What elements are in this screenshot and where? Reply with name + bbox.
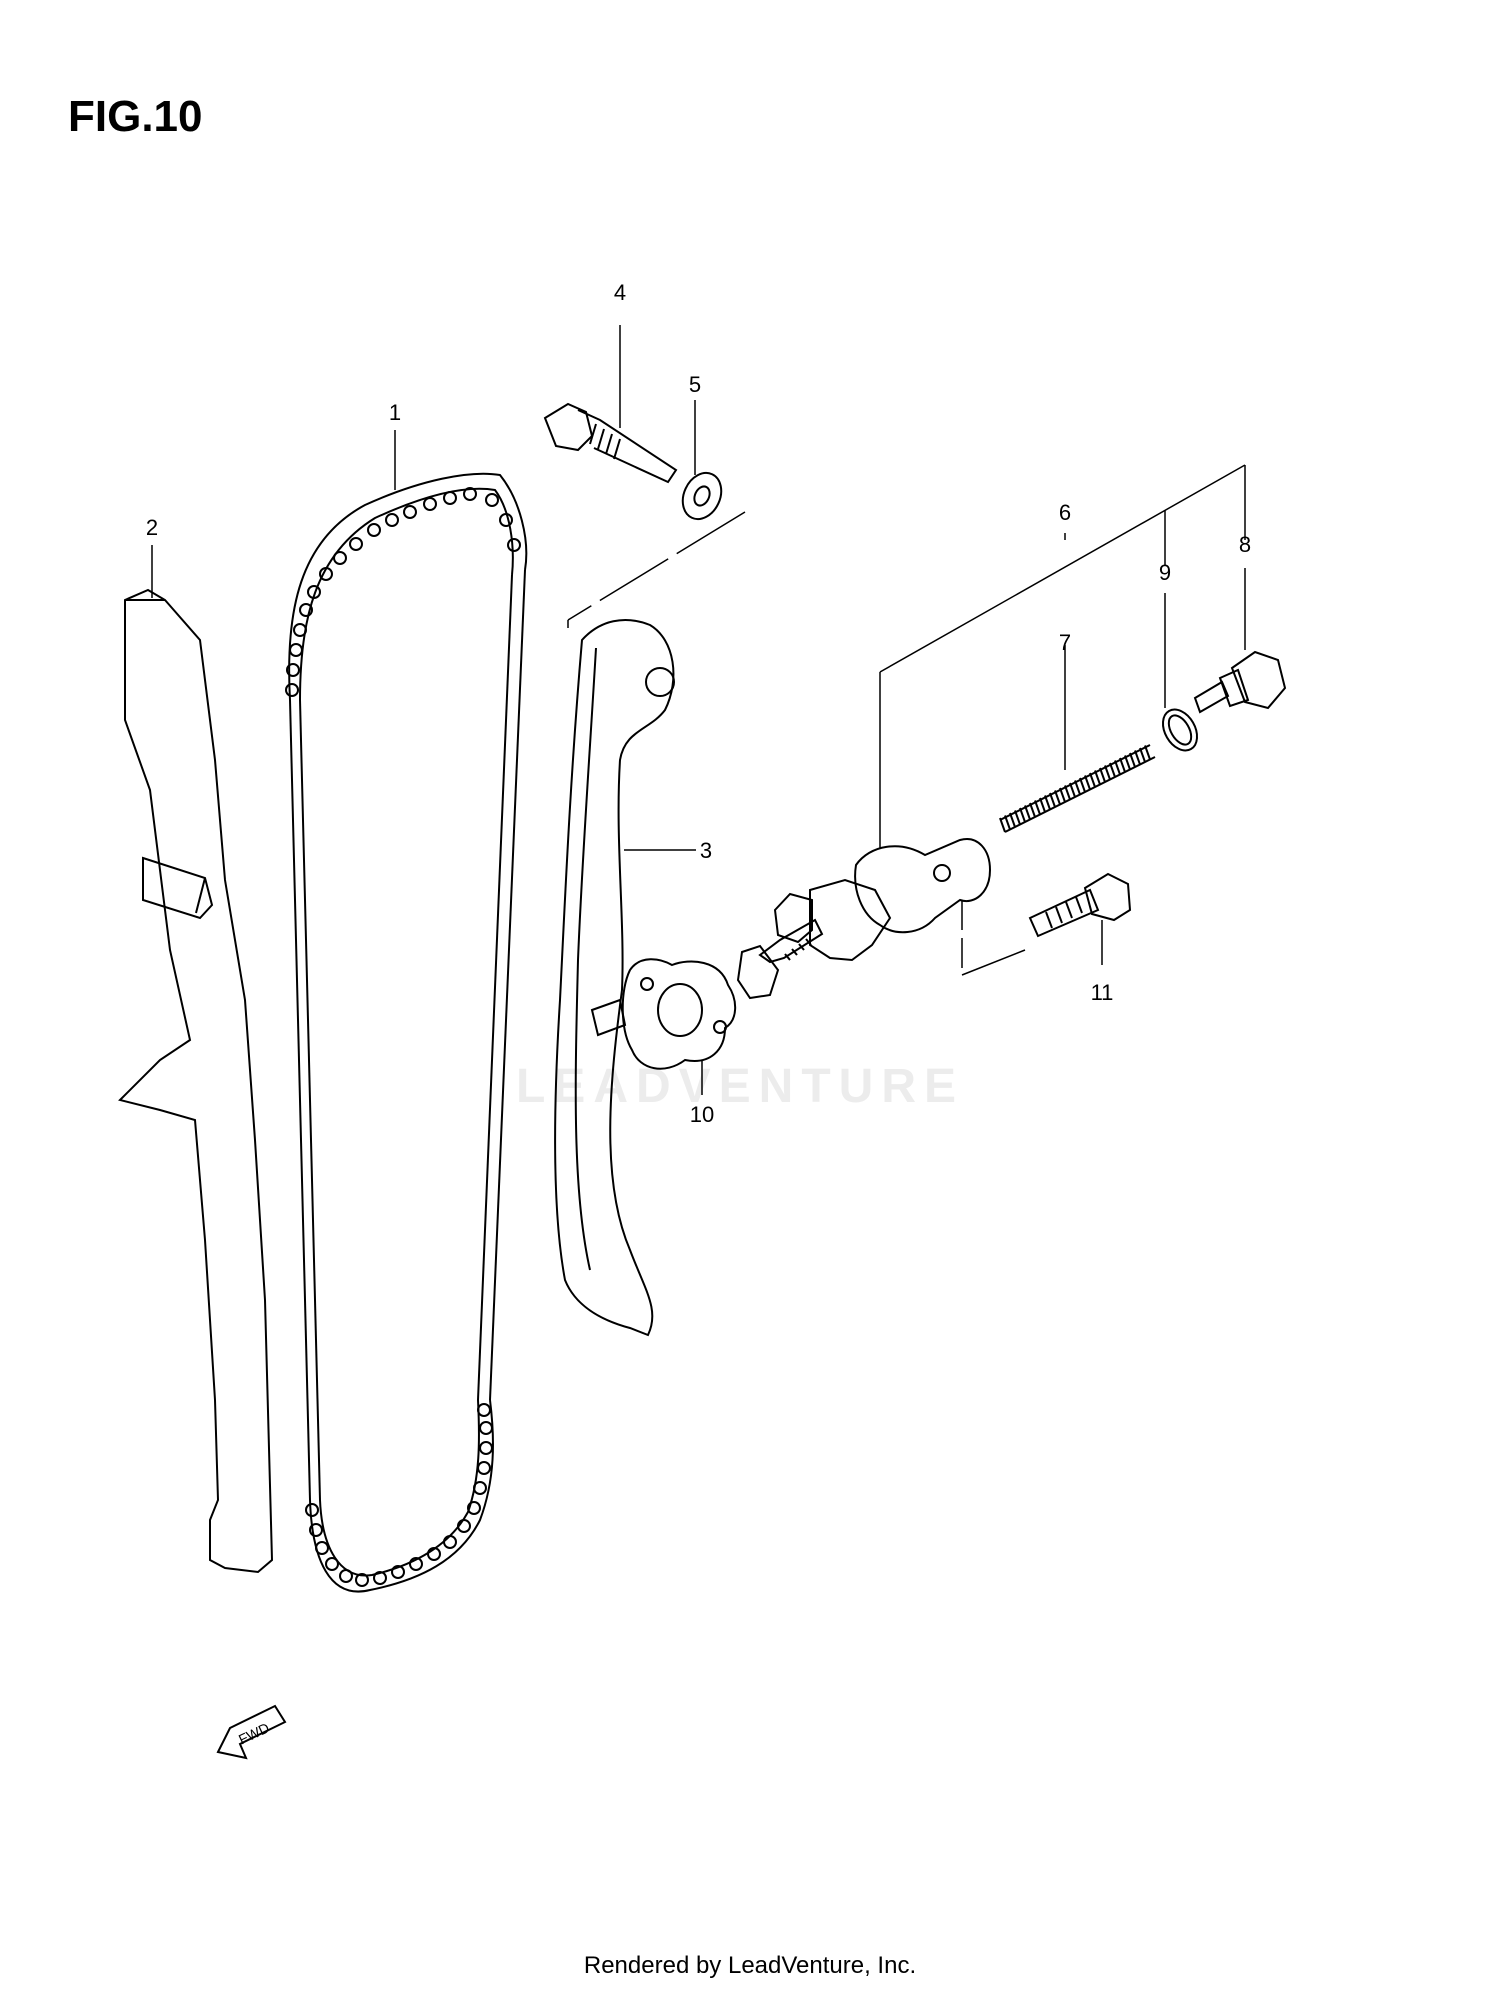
spring-coil	[1094, 770, 1101, 785]
callout-7: 7	[1059, 630, 1071, 655]
chain-link	[309, 1523, 323, 1537]
spring-coil	[1144, 745, 1151, 760]
chain-link	[293, 623, 307, 637]
spring-coil	[1109, 762, 1116, 778]
chain-link	[443, 491, 457, 505]
plug-bolt-part	[1193, 650, 1287, 714]
spring-coil	[1124, 755, 1131, 770]
spring-coil	[999, 817, 1006, 833]
chain-link	[457, 1519, 471, 1533]
chain-part	[288, 472, 528, 1593]
callout-11: 11	[1091, 980, 1114, 1005]
spring-coil	[1139, 747, 1146, 763]
callout-labels: 1 2 3 4 5 6 7 8 9 10 11	[146, 280, 1251, 1127]
callout-6: 6	[1059, 500, 1071, 525]
spring-coil	[1049, 792, 1056, 808]
chain-link	[409, 1557, 423, 1571]
washer-part	[681, 471, 723, 521]
chain-link	[289, 643, 303, 657]
callout-3: 3	[700, 838, 712, 863]
spring-coil	[1074, 780, 1081, 795]
chain-link	[373, 1571, 387, 1585]
spring-coil	[1084, 775, 1091, 790]
spring-coil	[1114, 760, 1121, 775]
chain-link	[307, 585, 321, 599]
chain-link	[367, 523, 381, 537]
tensioner-assembly-part	[736, 838, 992, 1000]
chain-link	[391, 1565, 405, 1579]
callout-1: 1	[389, 400, 401, 425]
spring-coil	[1089, 772, 1096, 788]
chain-link	[325, 1557, 339, 1571]
chain-link	[463, 487, 477, 501]
figure-title: FIG.10	[68, 92, 203, 141]
spring-coil	[1044, 795, 1051, 810]
chain-link	[473, 1481, 487, 1495]
spring-coil	[1099, 767, 1106, 783]
chain-link	[467, 1501, 481, 1515]
o-ring-part	[1161, 708, 1199, 752]
spring-coil	[1059, 787, 1066, 803]
callout-4: 4	[614, 280, 626, 305]
chain-link	[299, 603, 313, 617]
chain-link	[479, 1421, 493, 1435]
leader-lines	[151, 325, 1246, 1095]
fwd-label: FWD	[236, 1719, 272, 1747]
spring-coil	[1019, 807, 1026, 823]
spring-coil	[1104, 765, 1111, 780]
chain-link	[427, 1547, 441, 1561]
spring-coil	[1064, 785, 1071, 800]
spring-coil	[1034, 800, 1041, 815]
spring-coil	[1119, 757, 1126, 773]
chain-link	[285, 683, 299, 697]
chain-link	[355, 1573, 369, 1587]
callout-8: 8	[1239, 532, 1251, 557]
spring-coil	[1009, 812, 1016, 828]
spring-coil	[1129, 752, 1136, 768]
chain-link	[423, 497, 437, 511]
chain-link	[485, 493, 499, 507]
chain-link	[403, 505, 417, 519]
chain-link	[507, 538, 521, 552]
spring-coil	[1014, 810, 1021, 825]
footer-text: Rendered by LeadVenture, Inc.	[583, 1952, 917, 1979]
callout-9: 9	[1159, 560, 1171, 585]
watermark-text: LEADVENTURE	[516, 1060, 964, 1113]
gasket-part	[621, 958, 737, 1070]
callout-5: 5	[689, 372, 701, 397]
spring-coil	[1029, 802, 1036, 818]
spring-coil	[1024, 805, 1031, 820]
spring-part	[999, 744, 1156, 833]
chain-link	[385, 513, 399, 527]
bolt-11-part	[1028, 872, 1132, 938]
chain-link	[305, 1503, 319, 1517]
callout-10: 10	[690, 1102, 714, 1127]
spring-coil	[1039, 797, 1046, 813]
chain-link	[477, 1461, 491, 1475]
spring-coil	[1134, 750, 1141, 765]
chain-link	[319, 567, 333, 581]
chain-link	[339, 1569, 353, 1583]
bolt-4-part	[543, 402, 678, 484]
spring-coil	[1054, 790, 1061, 805]
chain-link	[477, 1403, 491, 1417]
chain-links-group	[285, 487, 521, 1587]
chain-link	[499, 513, 513, 527]
tensioner-arm-part	[554, 619, 675, 1337]
chain-link	[349, 537, 363, 551]
fwd-arrow-icon	[216, 1704, 287, 1760]
chain-link	[443, 1535, 457, 1549]
spring-coil	[1004, 815, 1011, 830]
callout-2: 2	[146, 515, 158, 540]
spring-coil	[1079, 777, 1086, 793]
chain-guide-part	[118, 588, 274, 1574]
chain-link	[286, 663, 300, 677]
spring-coil	[1069, 782, 1076, 798]
chain-link	[479, 1441, 493, 1455]
chain-link	[333, 551, 347, 565]
chain-link	[315, 1541, 329, 1555]
